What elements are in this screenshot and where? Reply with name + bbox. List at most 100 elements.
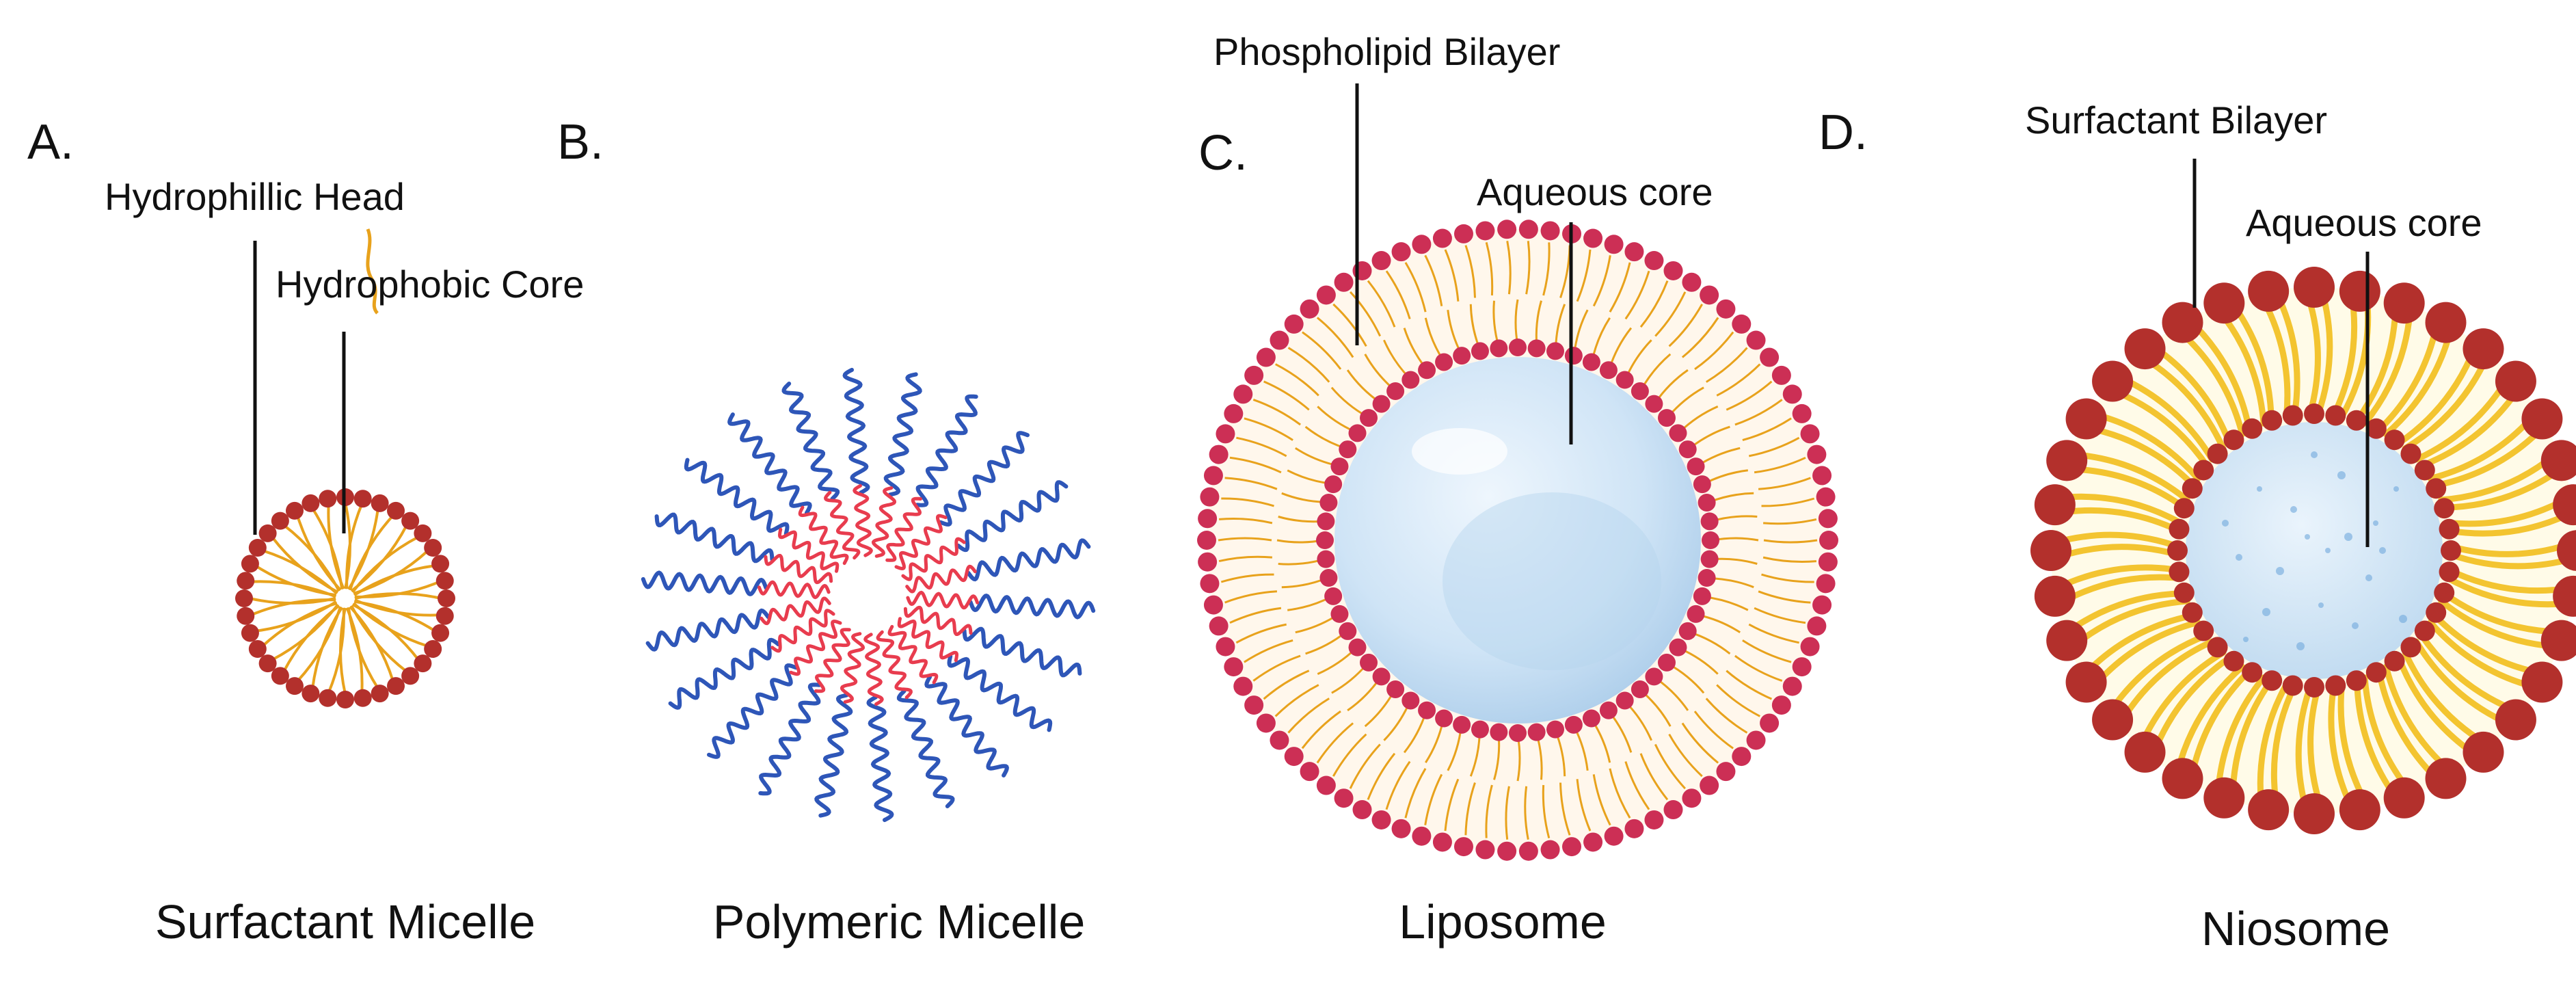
surfactant-head bbox=[387, 501, 405, 520]
outer-phospholipid-head bbox=[1497, 220, 1517, 239]
aqueous-solute-dot bbox=[2318, 602, 2324, 608]
aqueous-solute-dot bbox=[2393, 486, 2399, 492]
outer-leaflet-tail bbox=[1726, 669, 1772, 700]
outer-surfactant-head bbox=[2383, 282, 2425, 324]
surfactant-head bbox=[387, 677, 405, 695]
callout-aqueous-core-d: Aqueous core bbox=[2246, 201, 2482, 244]
surfactant-tail bbox=[2188, 318, 2253, 434]
outer-leaflet-tail bbox=[1693, 711, 1734, 749]
aqueous-solute-dot bbox=[2222, 520, 2229, 527]
outer-phospholipid-head bbox=[1816, 487, 1836, 507]
inner-phospholipid-head bbox=[1324, 587, 1343, 605]
outer-phospholipid-head bbox=[1244, 695, 1264, 715]
inner-phospholipid-head bbox=[1687, 457, 1705, 476]
outer-leaflet-tail bbox=[1263, 669, 1310, 700]
surfactant-head bbox=[271, 667, 289, 685]
outer-phospholipid-head bbox=[1818, 509, 1838, 529]
outer-leaflet-tail bbox=[1349, 743, 1381, 789]
outer-surfactant-head bbox=[2425, 302, 2467, 343]
surfactant-head bbox=[435, 572, 454, 590]
inner-phospholipid-head bbox=[1435, 709, 1453, 728]
outer-leaflet-tail bbox=[1424, 773, 1443, 825]
surfactant-tail bbox=[2273, 290, 2300, 419]
surfactant-tail bbox=[2257, 681, 2290, 808]
outer-phospholipid-head bbox=[1771, 365, 1791, 385]
inner-phospholipid-head bbox=[1348, 424, 1367, 442]
inner-surfactant-head bbox=[2439, 518, 2460, 540]
outer-phospholipid-head bbox=[1200, 574, 1220, 594]
hydrophilic-polymer-chain bbox=[968, 593, 1096, 620]
outer-phospholipid-head bbox=[1391, 819, 1411, 838]
inner-surfactant-head bbox=[2384, 650, 2405, 672]
surfactant-tail bbox=[2138, 649, 2227, 748]
outer-leaflet-tail bbox=[1274, 684, 1319, 717]
outer-leaflet-tail bbox=[1762, 518, 1817, 525]
outer-phospholipid-head bbox=[1792, 657, 1812, 677]
inner-surfactant-head bbox=[2426, 478, 2447, 499]
outer-phospholipid-head bbox=[1432, 228, 1452, 248]
inner-phospholipid-head bbox=[1418, 701, 1436, 719]
outer-phospholipid-head bbox=[1583, 832, 1603, 852]
surfactant-tail bbox=[249, 597, 336, 605]
inner-phospholipid-head bbox=[1527, 723, 1546, 741]
outer-leaflet-tail bbox=[1301, 710, 1341, 749]
hydrophilic-polymer-chain bbox=[915, 394, 978, 507]
outer-leaflet-tail bbox=[1748, 623, 1799, 644]
outer-phospholipid-head bbox=[1604, 826, 1624, 846]
inner-phospholipid-head bbox=[1490, 723, 1508, 741]
inner-phospholipid-head bbox=[1698, 493, 1716, 512]
inner-phospholipid-head bbox=[1527, 339, 1546, 358]
inner-surfactant-head bbox=[2169, 561, 2190, 583]
outer-phospholipid-head bbox=[1284, 747, 1304, 767]
surfactant-tail bbox=[2361, 306, 2414, 427]
outer-phospholipid-head bbox=[1807, 444, 1827, 464]
outer-phospholipid-head bbox=[1540, 840, 1560, 860]
surfactant-tail bbox=[2376, 667, 2441, 783]
hydrophobic-polymer-block bbox=[757, 580, 831, 600]
outer-surfactant-head bbox=[2339, 789, 2380, 831]
surfactant-head bbox=[435, 607, 454, 625]
outer-leaflet-tail bbox=[1316, 722, 1354, 764]
surfactant-tail bbox=[2431, 424, 2547, 489]
inner-phospholipid-head bbox=[1645, 395, 1663, 413]
inner-surfactant-head bbox=[2365, 418, 2387, 439]
inner-phospholipid-head bbox=[1339, 622, 1357, 640]
outer-phospholipid-head bbox=[1518, 841, 1538, 861]
hydrophobic-polymer-block bbox=[824, 490, 861, 560]
inner-phospholipid-head bbox=[1631, 382, 1649, 401]
panel-a: A. Hydrophillic Head Hydrophobic Core Su… bbox=[27, 115, 584, 948]
outer-leaflet-tail bbox=[1220, 573, 1274, 583]
detached-surfactant-tail bbox=[366, 228, 379, 315]
aqueous-solute-dot bbox=[2262, 608, 2270, 616]
outer-leaflet-tail bbox=[1592, 774, 1611, 826]
outer-phospholipid-head bbox=[1562, 837, 1582, 857]
liposome-core-highlight bbox=[1412, 428, 1507, 475]
surfactant-head bbox=[258, 524, 277, 542]
caption-liposome: Liposome bbox=[1399, 895, 1607, 948]
surfactant-tail bbox=[2441, 466, 2564, 511]
hydrophobic-polymer-block bbox=[905, 564, 977, 594]
outer-surfactant-head bbox=[2383, 777, 2425, 819]
surfactant-tail bbox=[296, 606, 342, 682]
outer-leaflet-tail bbox=[1316, 317, 1354, 358]
outer-surfactant-head bbox=[2294, 793, 2335, 834]
liposome-core-shade bbox=[1443, 492, 1661, 670]
outer-phospholipid-head bbox=[1224, 657, 1244, 677]
inner-surfactant-head bbox=[2325, 675, 2346, 696]
outer-phospholipid-head bbox=[1716, 762, 1736, 782]
outer-phospholipid-head bbox=[1270, 330, 1289, 350]
inner-phospholipid-head bbox=[1360, 409, 1378, 427]
surfactant-tail bbox=[2445, 575, 2572, 608]
outer-surfactant-head bbox=[2540, 440, 2576, 481]
surfactant-tail bbox=[2427, 619, 2538, 691]
outer-leaflet-tail bbox=[1218, 537, 1272, 542]
surfactant-tail bbox=[2064, 590, 2188, 635]
surfactant-head bbox=[353, 490, 372, 508]
outer-surfactant-head bbox=[2495, 360, 2536, 402]
inner-phospholipid-head bbox=[1700, 550, 1719, 568]
outer-surfactant-head bbox=[2124, 731, 2166, 773]
surfactant-tail bbox=[254, 564, 337, 597]
outer-leaflet-tail bbox=[1332, 733, 1367, 777]
inner-phospholipid-head bbox=[1564, 715, 1583, 734]
